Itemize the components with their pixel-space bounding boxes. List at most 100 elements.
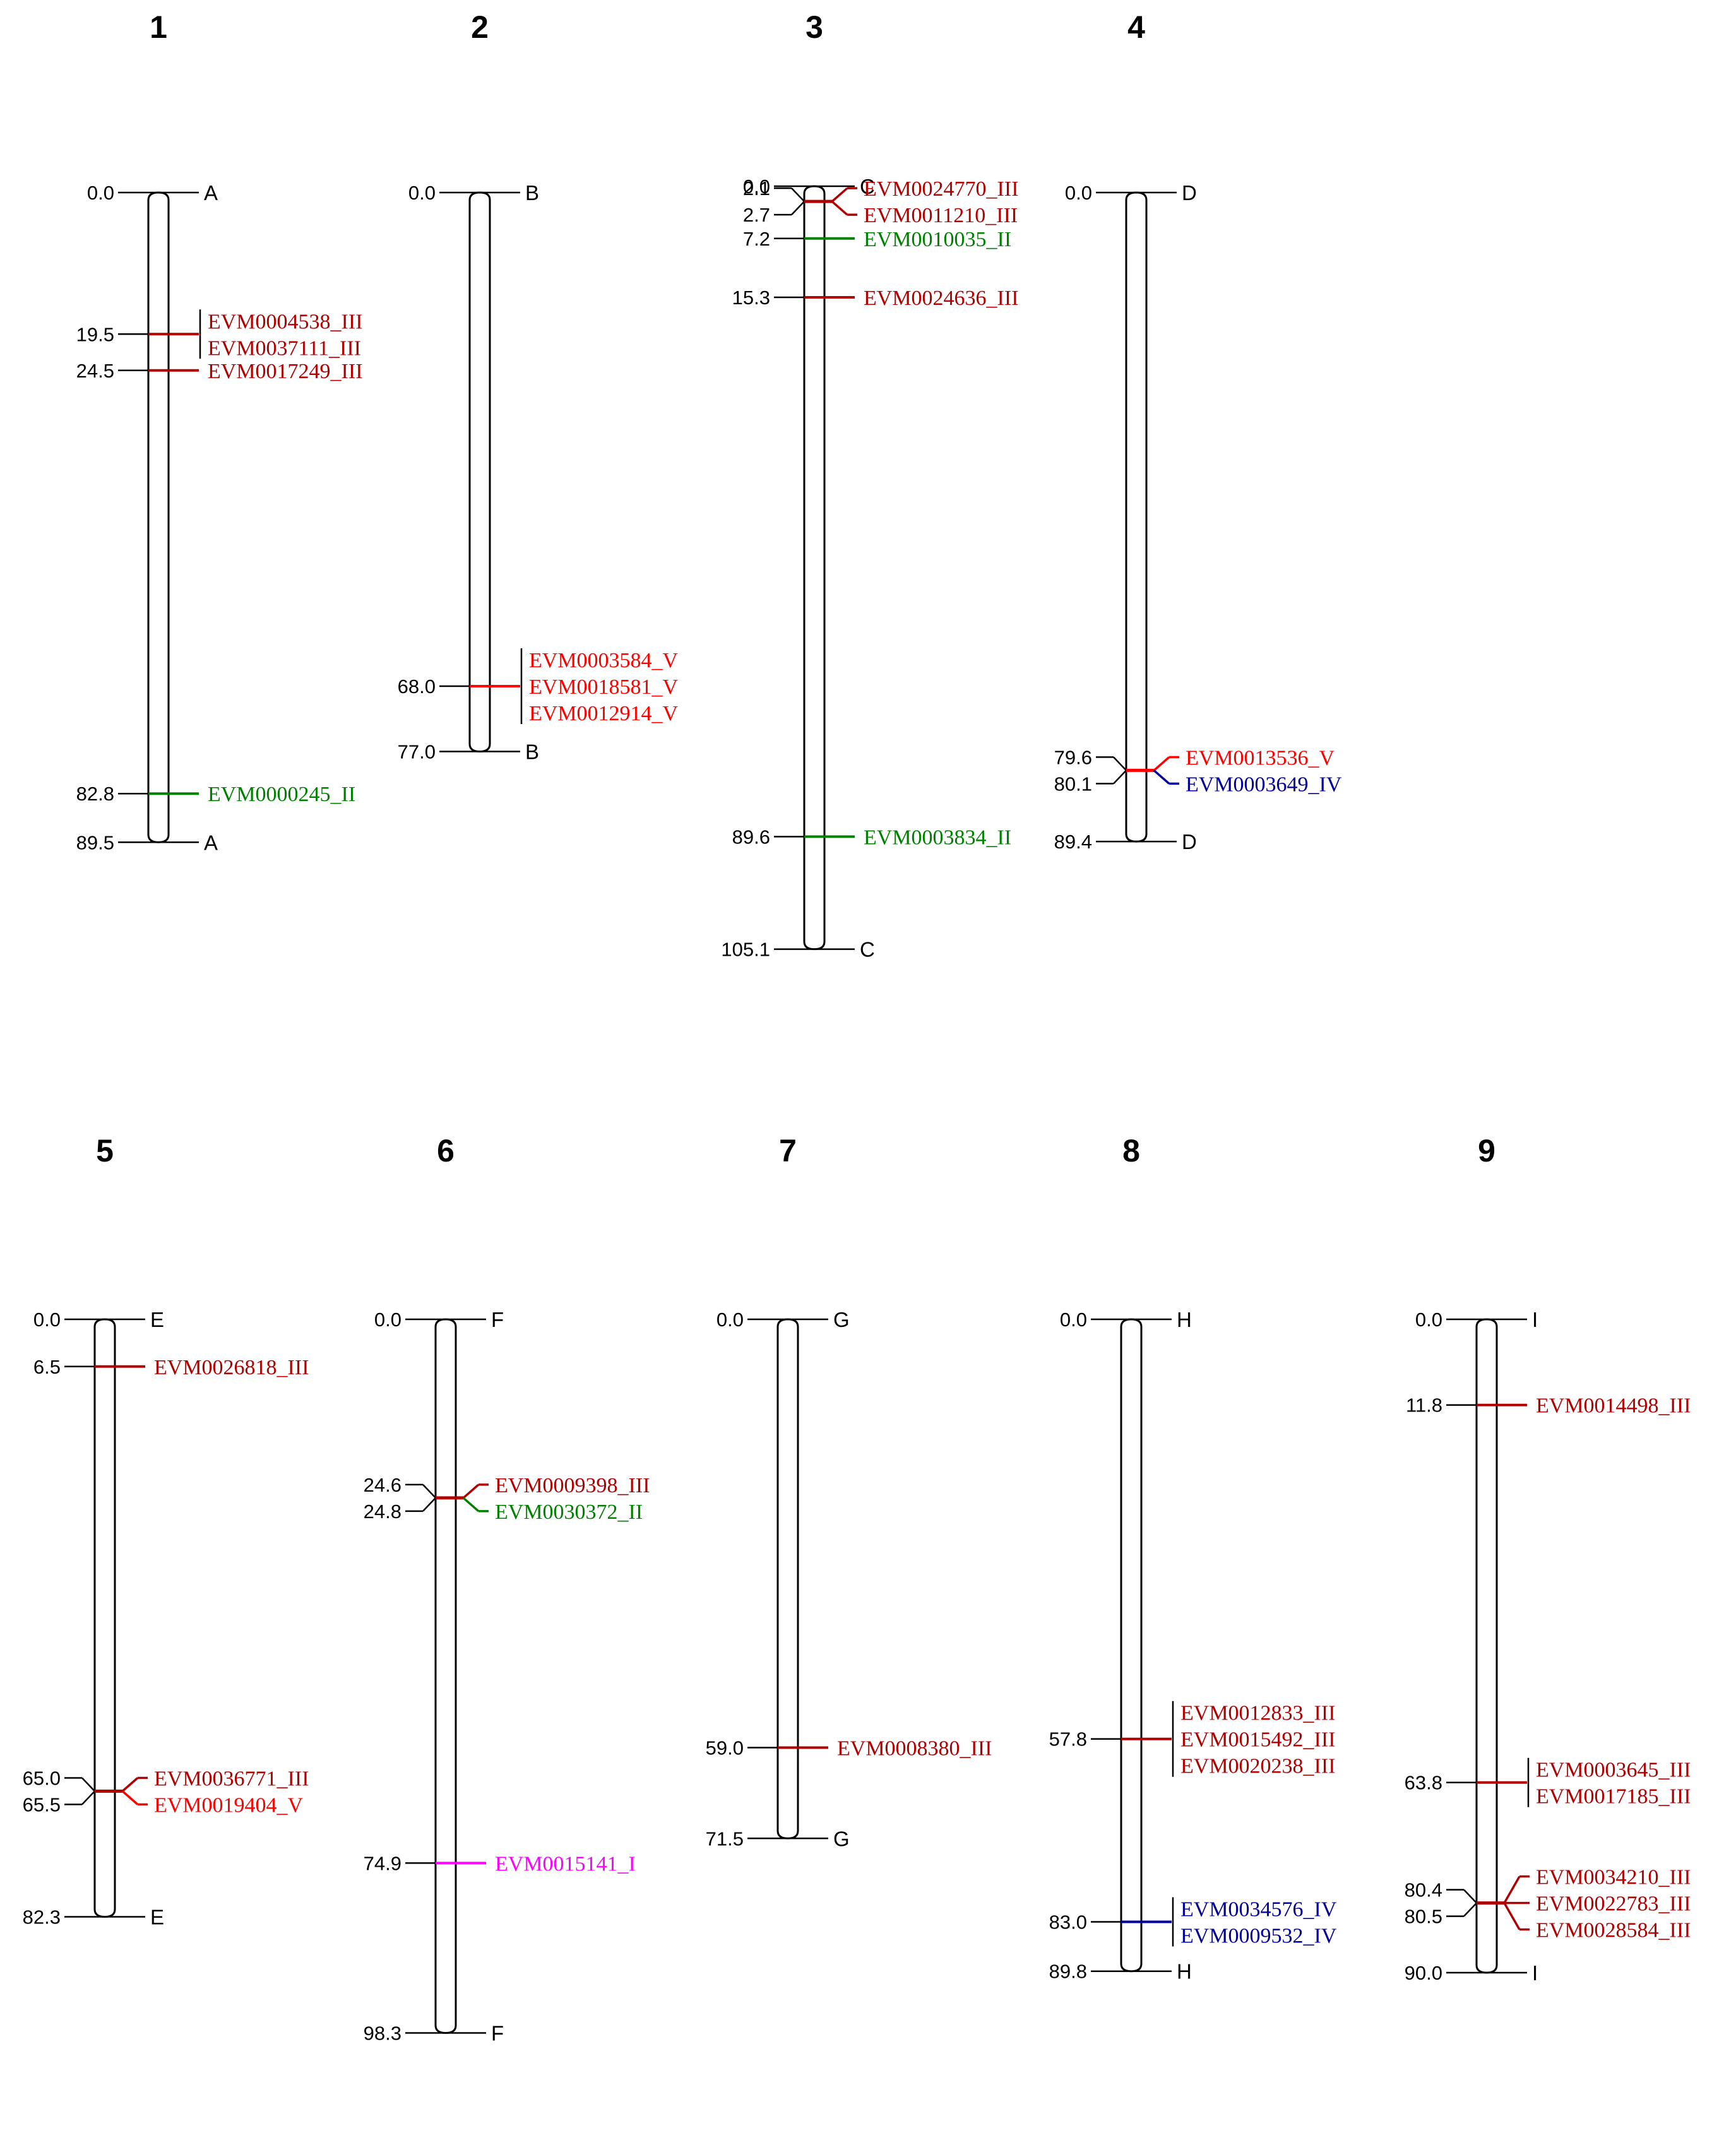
locus-position: 82.8 (76, 783, 114, 805)
chromosome-bar (1125, 191, 1148, 843)
gene-label: EVM0017249_III (208, 360, 363, 383)
locus-position: 59.0 (706, 1737, 744, 1759)
chromosome-number: 4 (1127, 9, 1145, 45)
gene-connector (1503, 1902, 1521, 1930)
gene-label: EVM0003649_IV (1186, 773, 1342, 796)
locus-connector (791, 187, 805, 203)
gene-label: EVM0028584_III (1536, 1919, 1691, 1942)
chromosome-end-label: H (1177, 1308, 1192, 1331)
gene-label: EVM0008380_III (837, 1737, 992, 1761)
chromosome-number: 6 (437, 1133, 455, 1168)
locus-connector (1463, 1902, 1477, 1917)
locus-position: 19.5 (76, 323, 114, 345)
locus-position: 2.7 (743, 204, 770, 226)
start-position: 0.0 (743, 175, 770, 198)
locus-position: 7.2 (743, 228, 770, 250)
chromosome-number: 7 (779, 1133, 797, 1168)
gene-label: EVM0004538_III (208, 310, 363, 333)
locus-connector (81, 1790, 95, 1805)
gene-label: EVM0011210_III (864, 204, 1018, 227)
locus-connector (791, 201, 805, 216)
start-position: 0.0 (1065, 182, 1092, 204)
locus-position: 57.8 (1049, 1728, 1087, 1750)
gene-label: EVM0018581_V (529, 675, 679, 699)
chromosome-end-label: B (525, 181, 539, 205)
locus-position: 80.1 (1054, 773, 1092, 795)
chromosome-end-label: A (204, 181, 218, 205)
chromosome-end-label: F (491, 1308, 504, 1331)
gene-label: EVM0009398_III (495, 1474, 650, 1497)
locus-position: 79.6 (1054, 746, 1092, 768)
gene-connector (1503, 1875, 1521, 1904)
locus-position: 63.8 (1405, 1772, 1442, 1794)
locus-position: 65.0 (23, 1768, 61, 1790)
chromosome-bar (468, 191, 491, 753)
end-position: 90.0 (1405, 1962, 1442, 1984)
gene-label: EVM0012914_V (529, 702, 679, 725)
chromosome-bar (1475, 1318, 1498, 1974)
gene-label: EVM0003645_III (1536, 1759, 1691, 1782)
locus-connector (422, 1484, 436, 1499)
chromosome-end-label: G (833, 1308, 850, 1331)
chromosome-number: 1 (150, 9, 167, 45)
gene-connector (1153, 756, 1170, 771)
chromosome-bar (1120, 1318, 1143, 1973)
end-position: 89.8 (1049, 1961, 1087, 1983)
end-position: 105.1 (721, 939, 770, 961)
gene-label: EVM0010035_II (864, 228, 1011, 251)
chromosome-end-label: A (204, 831, 218, 854)
end-position: 89.5 (76, 831, 114, 853)
locus-position: 65.5 (23, 1794, 61, 1816)
locus-position: 24.6 (364, 1474, 401, 1496)
end-position: 89.4 (1054, 831, 1092, 853)
chromosome-number: 8 (1122, 1133, 1140, 1168)
chromosome-number: 9 (1478, 1133, 1495, 1168)
start-position: 0.0 (1415, 1309, 1442, 1331)
chromosome-end-label: D (1182, 181, 1197, 205)
gene-label: EVM0034576_IV (1180, 1898, 1337, 1922)
gene-label: EVM0014498_III (1536, 1394, 1691, 1418)
chromosome-bar (93, 1318, 116, 1918)
locus-position: 15.3 (732, 287, 770, 309)
chromosome-end-label: D (1182, 830, 1197, 853)
locus-position: 80.5 (1405, 1906, 1442, 1928)
locus-position: 24.5 (76, 360, 114, 382)
chromosome-bar (776, 1318, 799, 1839)
end-position: 71.5 (706, 1827, 744, 1850)
locus-connector (1463, 1889, 1477, 1904)
chromosome-number: 5 (96, 1133, 114, 1168)
chromosome-number: 3 (806, 9, 823, 45)
end-position: 82.3 (23, 1906, 61, 1928)
gene-label: EVM0026818_III (154, 1356, 309, 1379)
chromosome-end-label: I (1532, 1308, 1538, 1331)
locus-position: 6.5 (33, 1356, 61, 1378)
locus-connector (1113, 769, 1127, 785)
gene-label: EVM0024636_III (864, 287, 1019, 310)
locus-connector (422, 1497, 436, 1512)
gene-label: EVM0020238_III (1180, 1755, 1336, 1778)
gene-connector (462, 1497, 480, 1512)
gene-label: EVM0003834_II (864, 826, 1011, 849)
chromosome-end-label: E (150, 1905, 164, 1928)
locus-position: 80.4 (1405, 1879, 1442, 1901)
start-position: 0.0 (1060, 1309, 1087, 1331)
gene-label: EVM0037111_III (208, 336, 361, 360)
locus-position: 24.8 (364, 1500, 401, 1523)
chromosome-end-label: I (1532, 1961, 1538, 1985)
gene-label: EVM0019404_V (154, 1794, 304, 1817)
locus-position: 11.8 (1406, 1394, 1442, 1417)
gene-label: EVM0017185_III (1536, 1785, 1691, 1809)
locus-position: 68.0 (398, 675, 436, 698)
gene-label: EVM0013536_V (1186, 746, 1335, 769)
locus-position: 2.1 (743, 177, 770, 199)
gene-label: EVM0003584_V (529, 649, 679, 672)
chromosome-end-label: G (833, 1827, 850, 1850)
chromosome-end-label: E (150, 1308, 164, 1331)
locus-position: 74.9 (364, 1852, 401, 1874)
chromosome-end-label: C (860, 938, 875, 961)
chromosome-end-label: H (1177, 1960, 1192, 1983)
end-position: 98.3 (364, 2022, 401, 2044)
chromosome-end-label: B (525, 740, 539, 764)
chromosome-number: 2 (471, 9, 489, 45)
